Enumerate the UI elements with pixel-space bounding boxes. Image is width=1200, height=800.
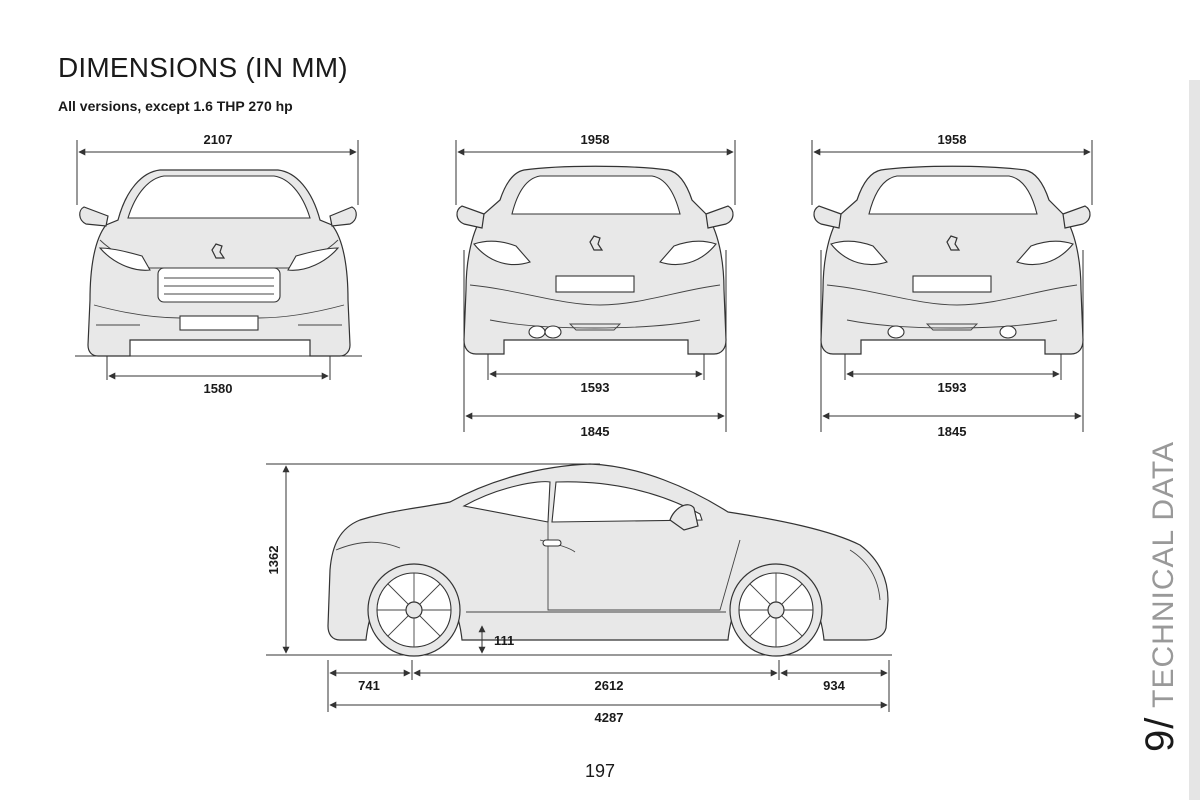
rear2-width-mirrors-label: 1958	[938, 132, 967, 147]
height-label: 1362	[266, 546, 281, 575]
rear2-track-label: 1593	[938, 380, 967, 395]
rear1-car-outline	[456, 165, 734, 355]
front-view: 2107 1580	[75, 132, 362, 396]
side-car-outline	[327, 463, 889, 657]
rear2-width-label: 1845	[938, 424, 967, 439]
rear1-width-mirrors-label: 1958	[581, 132, 610, 147]
front-width-mirrors-label: 2107	[204, 132, 233, 147]
rear-view-1: 1958 1593 1845	[455, 132, 736, 439]
rear1-width-label: 1845	[581, 424, 610, 439]
page-title: DIMENSIONS (IN MM)	[58, 52, 348, 83]
front-overhang-label: 741	[358, 678, 380, 693]
rear1-track-label: 1593	[581, 380, 610, 395]
front-car-outline	[79, 169, 357, 357]
chapter-number: 9/	[1138, 716, 1182, 752]
side-view: 1362 111	[266, 463, 892, 725]
rear-view-2: 1958 1593 1845	[811, 132, 1093, 439]
page-subtitle: All versions, except 1.6 THP 270 hp	[58, 98, 293, 114]
wheelbase-label: 2612	[595, 678, 624, 693]
rear2-car-outline	[813, 165, 1091, 355]
rear-overhang-label: 934	[823, 678, 845, 693]
page-number: 197	[584, 761, 616, 781]
chapter-heading: 9/ TECHNICAL DATA	[1138, 412, 1182, 752]
overall-length-label: 4287	[595, 710, 624, 725]
ground-clearance-label: 111	[494, 633, 514, 648]
front-track-label: 1580	[204, 381, 233, 396]
chapter-title: TECHNICAL DATA	[1147, 441, 1180, 708]
sidebar-strip	[1189, 80, 1200, 800]
